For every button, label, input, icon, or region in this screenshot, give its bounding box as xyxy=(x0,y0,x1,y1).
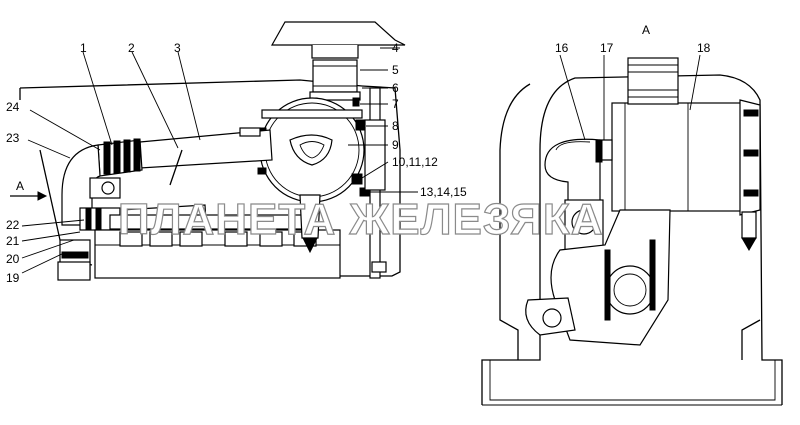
intake-pipe xyxy=(139,127,273,169)
view-marker-a xyxy=(10,191,48,201)
engine-block xyxy=(57,194,341,281)
right-view-title: A xyxy=(642,23,650,37)
callout-8: 8 xyxy=(392,119,399,133)
callout-23: 23 xyxy=(6,131,20,145)
callout-16: 16 xyxy=(555,41,569,55)
callout-22: 22 xyxy=(6,218,20,232)
callout-1: 1 xyxy=(80,41,87,55)
callout-4: 4 xyxy=(392,41,399,55)
callout-3: 3 xyxy=(174,41,181,55)
callout-10-11-12: 10,11,12 xyxy=(392,155,438,169)
callout-5: 5 xyxy=(392,63,399,77)
watermark: ПЛАНЕТА ЖЕЛЕЗЯКА xyxy=(118,195,604,244)
rubber-hose xyxy=(97,138,143,177)
engine-front xyxy=(525,209,671,346)
callout-2: 2 xyxy=(128,41,135,55)
side-elbow xyxy=(544,138,613,251)
callout-17: 17 xyxy=(600,41,614,55)
cab-outline xyxy=(481,74,783,406)
callout-6: 6 xyxy=(392,81,399,95)
view-marker-label: A xyxy=(16,179,24,193)
leader-lines-right xyxy=(559,54,701,141)
callout-21: 21 xyxy=(6,234,20,248)
air-cleaner-body xyxy=(257,97,373,203)
callout-20: 20 xyxy=(6,252,20,266)
intake-elbow xyxy=(61,144,121,226)
callout-18: 18 xyxy=(697,41,711,55)
callout-19: 19 xyxy=(6,271,20,285)
air-cleaner-side xyxy=(611,57,761,251)
callout-13-14-15: 13,14,15 xyxy=(420,185,467,199)
callout-9: 9 xyxy=(392,138,399,152)
left-view xyxy=(10,21,418,281)
callout-24: 24 xyxy=(6,100,20,114)
right-view xyxy=(481,54,783,406)
air-cleaner-cap xyxy=(270,21,406,107)
mounting-bracket xyxy=(364,87,387,279)
callout-7: 7 xyxy=(392,97,399,111)
breather-tube xyxy=(169,149,183,186)
leader-lines-left xyxy=(21,47,418,274)
